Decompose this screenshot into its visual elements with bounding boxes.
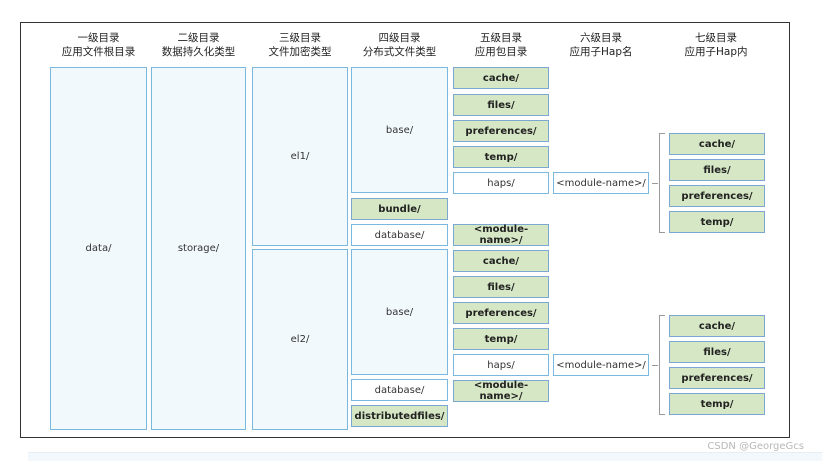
dir-el2-cache: cache/: [453, 250, 549, 272]
header-level4-desc: 分布式文件类型: [362, 46, 437, 58]
dir-el2-haps-module-label: <module-name>/: [556, 359, 646, 371]
dir-hap2-cache-label: cache/: [698, 320, 736, 332]
dir-el1-preferences-label: preferences/: [465, 125, 537, 137]
dir-el1-cache: cache/: [453, 67, 549, 89]
connector-tick-2: [652, 365, 658, 366]
dir-el2-preferences: preferences/: [453, 302, 549, 324]
brace-group-2: [659, 315, 665, 415]
header-level3-title: 三级目录: [279, 32, 321, 44]
dir-hap1-cache: cache/: [669, 133, 765, 155]
header-level3-desc: 文件加密类型: [268, 46, 332, 58]
dir-data-label: data/: [85, 243, 112, 254]
dir-el2-haps-label: haps/: [487, 359, 515, 371]
dir-el1-haps-label: haps/: [487, 177, 515, 189]
dir-hap1-temp: temp/: [669, 211, 765, 233]
header-level6: 六级目录 应用子Hap名: [553, 31, 649, 63]
dir-el2-distributedfiles-label: distributedfiles/: [354, 410, 445, 422]
dir-el2-database-module: <module-name>/: [453, 380, 549, 402]
dir-el2-label: el2/: [290, 334, 310, 345]
dir-hap2-files: files/: [669, 341, 765, 363]
dir-el2-temp-label: temp/: [484, 333, 518, 345]
dir-el2-files: files/: [453, 276, 549, 298]
header-level4: 四级目录 分布式文件类型: [351, 31, 448, 63]
header-level6-desc: 应用子Hap名: [569, 46, 633, 58]
header-level5-title: 五级目录: [480, 32, 522, 44]
dir-el2-haps-module: <module-name>/: [553, 354, 649, 376]
dir-el1-temp-label: temp/: [484, 151, 518, 163]
dir-hap1-files-label: files/: [703, 164, 731, 176]
dir-el1-haps-module-label: <module-name>/: [556, 177, 646, 189]
header-level1-desc: 应用文件根目录: [61, 46, 136, 58]
dir-el1-database: database/: [351, 224, 448, 246]
header-level1-title: 一级目录: [77, 32, 120, 44]
dir-hap2-temp: temp/: [669, 393, 765, 415]
dir-el2-database: database/: [351, 379, 448, 401]
dir-el1-bundle-label: bundle/: [378, 203, 421, 215]
dir-el1-database-module: <module-name>/: [453, 224, 549, 246]
dir-el2-base-label: base/: [385, 306, 414, 318]
dir-el2-database-label: database/: [374, 384, 425, 396]
dir-el1: el1/: [252, 67, 348, 246]
header-level4-title: 四级目录: [378, 32, 421, 44]
watermark: CSDN @GeorgeGcs: [707, 441, 804, 452]
dir-el2-base: base/: [351, 249, 448, 375]
dir-el2-temp: temp/: [453, 328, 549, 350]
header-level7-title: 七级目录: [695, 32, 737, 44]
header-level5-desc: 应用包目录: [474, 46, 528, 58]
header-level7-desc: 应用子Hap内: [684, 46, 748, 58]
dir-el1-database-label: database/: [374, 229, 425, 241]
dir-hap1-cache-label: cache/: [698, 138, 736, 150]
dir-el1-files-label: files/: [487, 99, 515, 111]
dir-el2-files-label: files/: [487, 281, 515, 293]
dir-el2-cache-label: cache/: [482, 255, 520, 267]
dir-el2-database-module-label: <module-name>/: [473, 380, 529, 402]
dir-hap1-files: files/: [669, 159, 765, 181]
header-level7: 七级目录 应用子Hap内: [668, 31, 764, 63]
dir-el2-distributedfiles: distributedfiles/: [351, 405, 448, 427]
dir-el1-base: base/: [351, 67, 448, 193]
dir-hap2-preferences: preferences/: [669, 367, 765, 389]
dir-hap1-preferences-label: preferences/: [681, 190, 753, 202]
header-level2-desc: 数据持久化类型: [161, 46, 236, 58]
dir-el1-files: files/: [453, 94, 549, 116]
dir-hap2-files-label: files/: [703, 346, 731, 358]
dir-storage-label: storage/: [177, 243, 220, 254]
header-level2: 二级目录 数据持久化类型: [151, 31, 246, 63]
connector-tick-1: [652, 183, 658, 184]
dir-hap1-preferences: preferences/: [669, 185, 765, 207]
dir-el1-haps: haps/: [453, 172, 549, 194]
brace-group-1: [659, 133, 665, 233]
dir-hap2-preferences-label: preferences/: [681, 372, 753, 384]
dir-el2-haps: haps/: [453, 354, 549, 376]
dir-el2: el2/: [252, 249, 348, 430]
header-level3: 三级目录 文件加密类型: [252, 31, 348, 63]
dir-el1-haps-module: <module-name>/: [553, 172, 649, 194]
dir-el2-preferences-label: preferences/: [465, 307, 537, 319]
dir-el1-label: el1/: [290, 151, 310, 162]
bottom-band: [28, 452, 822, 461]
header-level5: 五级目录 应用包目录: [453, 31, 549, 63]
dir-el1-database-module-label: <module-name>/: [473, 224, 529, 246]
dir-el1-bundle: bundle/: [351, 198, 448, 220]
dir-hap2-cache: cache/: [669, 315, 765, 337]
dir-data: data/: [50, 67, 147, 430]
dir-hap1-temp-label: temp/: [700, 216, 734, 228]
header-level6-title: 六级目录: [580, 32, 622, 44]
dir-hap2-temp-label: temp/: [700, 398, 734, 410]
dir-el1-temp: temp/: [453, 146, 549, 168]
header-level2-title: 二级目录: [177, 32, 220, 44]
dir-storage: storage/: [151, 67, 246, 430]
dir-el1-cache-label: cache/: [482, 72, 520, 84]
header-level1: 一级目录 应用文件根目录: [50, 31, 147, 63]
dir-el1-preferences: preferences/: [453, 120, 549, 142]
dir-el1-base-label: base/: [385, 124, 414, 136]
